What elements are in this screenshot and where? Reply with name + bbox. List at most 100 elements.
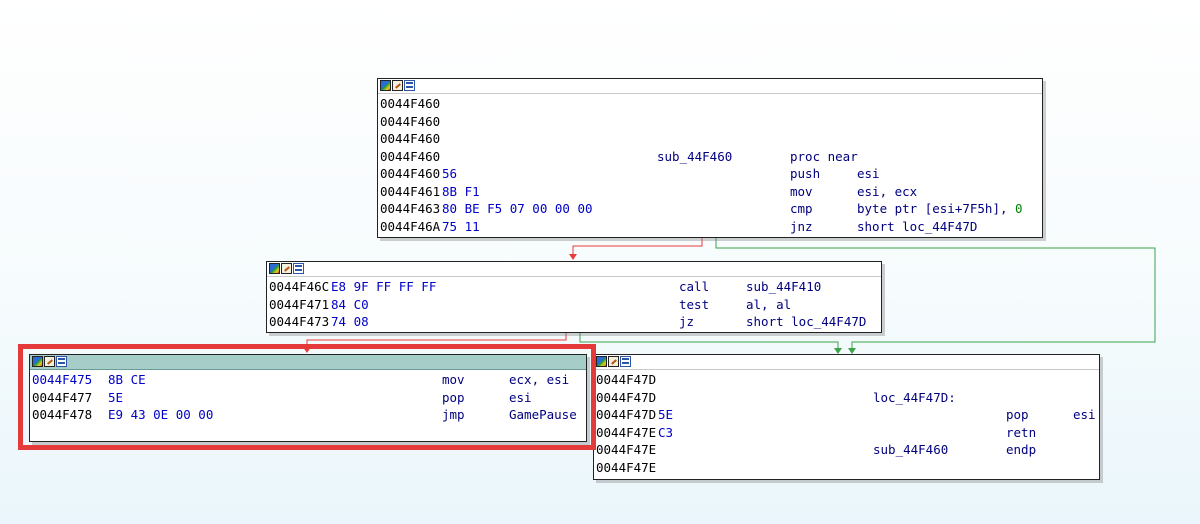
operands[interactable]: esi [857, 166, 880, 181]
jump-target[interactable]: GamePause [509, 407, 577, 422]
directive: proc near [790, 148, 858, 164]
edit-icon[interactable] [44, 356, 55, 367]
mnemonic: jmp [442, 407, 465, 422]
edge-true-branch-2 [579, 332, 839, 349]
operands[interactable]: ecx, esi [509, 372, 570, 387]
address: 0044F473 [269, 314, 330, 329]
graph-node-44f46c[interactable]: 0044F46C E8 9F FF FF FF call sub_44F410 … [266, 261, 882, 333]
function-label[interactable]: sub_44F460 [873, 442, 949, 457]
node-header[interactable] [30, 355, 586, 370]
disasm-row[interactable]: 0044F47E sub_44F460 endp [596, 441, 1097, 459]
graph-icon[interactable] [620, 356, 631, 367]
disasm-row[interactable]: 0044F47D [596, 371, 1097, 389]
disasm-row[interactable]: 0044F475 8B CE mov ecx, esi [32, 371, 584, 389]
node-body: 0044F46C E8 9F FF FF FF call sub_44F410 … [267, 277, 881, 331]
address: 0044F46A [380, 218, 441, 234]
disasm-row[interactable]: 0044F47E C3 retn [596, 424, 1097, 442]
color-icon[interactable] [32, 356, 43, 367]
mnemonic: mov [442, 372, 465, 387]
mnemonic: push [790, 166, 821, 181]
directive: endp [1006, 442, 1037, 457]
operands[interactable]: esi, ecx [857, 183, 918, 199]
graph-icon[interactable] [293, 263, 304, 274]
opcode-bytes: 75 11 [442, 218, 480, 234]
graph-node-sub-44f460[interactable]: 0044F460 0044F460 0044F460 0044F460 sub_… [377, 78, 1043, 238]
disasm-row[interactable]: 0044F47D 5E pop esi [596, 406, 1097, 424]
disasm-row[interactable]: 0044F47D loc_44F47D: [596, 389, 1097, 407]
operands[interactable]: esi [1073, 407, 1096, 422]
opcode-bytes: C3 [658, 424, 674, 440]
call-target[interactable]: sub_44F410 [746, 279, 822, 294]
graph-icon[interactable] [56, 356, 67, 367]
address: 0044F478 [32, 407, 93, 422]
graph-node-loc-44f47d[interactable]: 0044F47D 0044F47D loc_44F47D: 0044F47D 5… [593, 354, 1100, 480]
graph-node-44f475[interactable]: 0044F475 8B CE mov ecx, esi 0044F477 5E … [29, 354, 587, 442]
color-icon[interactable] [596, 356, 607, 367]
jump-target[interactable]: short loc_44F47D [746, 314, 867, 329]
address: 0044F460 [380, 131, 441, 146]
disasm-row[interactable]: 0044F460 56 push esi [380, 165, 1040, 183]
operands[interactable]: byte ptr [esi+7F5h], 0 [857, 200, 1023, 218]
node-body: 0044F47D 0044F47D loc_44F47D: 0044F47D 5… [594, 370, 1099, 476]
function-label[interactable]: sub_44F460 [657, 148, 733, 164]
disasm-row[interactable]: 0044F460 sub_44F460 proc near [380, 148, 1040, 166]
jump-target[interactable]: short loc_44F47D [857, 218, 978, 234]
edge-false-branch-2 [306, 332, 567, 348]
disasm-row[interactable]: 0044F46C E8 9F FF FF FF call sub_44F410 [269, 278, 879, 296]
opcode-bytes: 74 08 [331, 314, 369, 329]
disasm-row[interactable]: 0044F47E [596, 459, 1097, 477]
address: 0044F47E [596, 424, 657, 440]
location-label[interactable]: loc_44F47D: [873, 389, 956, 405]
mnemonic: mov [790, 183, 813, 199]
operands[interactable]: esi [509, 389, 532, 405]
mnemonic: jnz [790, 218, 813, 234]
opcode-bytes: E8 9F FF FF FF [331, 279, 437, 294]
graph-icon[interactable] [404, 80, 415, 91]
disasm-row[interactable]: 0044F46A 75 11 jnz short loc_44F47D [380, 218, 1040, 236]
immediate-value: 0 [1015, 201, 1023, 216]
address: 0044F460 [380, 96, 441, 111]
mnemonic: test [679, 296, 710, 312]
opcode-bytes: 84 C0 [331, 296, 369, 312]
address: 0044F477 [32, 389, 93, 405]
mnemonic: jz [679, 314, 695, 329]
mnemonic: pop [442, 389, 465, 405]
disasm-row[interactable]: 0044F477 5E pop esi [32, 389, 584, 407]
color-icon[interactable] [269, 263, 280, 274]
mnemonic: pop [1006, 407, 1029, 422]
node-body: 0044F475 8B CE mov ecx, esi 0044F477 5E … [30, 370, 586, 424]
disasm-row[interactable]: 0044F460 [380, 95, 1040, 113]
mnemonic: call [679, 279, 710, 294]
disasm-row[interactable]: 0044F471 84 C0 test al, al [269, 296, 879, 314]
opcode-bytes: 5E [658, 407, 674, 422]
node-header[interactable] [267, 262, 881, 277]
edit-icon[interactable] [392, 80, 403, 91]
disasm-row[interactable]: 0044F460 [380, 130, 1040, 148]
address: 0044F460 [380, 148, 441, 164]
edit-icon[interactable] [608, 356, 619, 367]
address: 0044F47D [596, 389, 657, 405]
disasm-row[interactable]: 0044F463 80 BE F5 07 00 00 00 cmp byte p… [380, 200, 1040, 218]
address: 0044F471 [269, 296, 330, 312]
disasm-row[interactable]: 0044F461 8B F1 mov esi, ecx [380, 183, 1040, 201]
disasm-row[interactable]: 0044F478 E9 43 0E 00 00 jmp GamePause [32, 406, 584, 424]
color-icon[interactable] [380, 80, 391, 91]
mnemonic: retn [1006, 424, 1037, 440]
operands[interactable]: al, al [746, 296, 792, 312]
disasm-row[interactable]: 0044F460 [380, 113, 1040, 131]
mnemonic: cmp [790, 201, 813, 216]
address: 0044F460 [380, 166, 441, 181]
opcode-bytes: 80 BE F5 07 00 00 00 [442, 201, 593, 216]
address: 0044F47D [596, 407, 657, 422]
address: 0044F47D [596, 372, 657, 387]
address: 0044F460 [380, 113, 441, 129]
node-header[interactable] [378, 79, 1042, 94]
address: 0044F47E [596, 442, 657, 457]
disasm-row[interactable]: 0044F473 74 08 jz short loc_44F47D [269, 313, 879, 331]
node-header[interactable] [594, 355, 1099, 370]
edit-icon[interactable] [281, 263, 292, 274]
edge-false-branch-1 [572, 237, 703, 255]
node-body: 0044F460 0044F460 0044F460 0044F460 sub_… [378, 94, 1042, 235]
address: 0044F463 [380, 201, 441, 216]
